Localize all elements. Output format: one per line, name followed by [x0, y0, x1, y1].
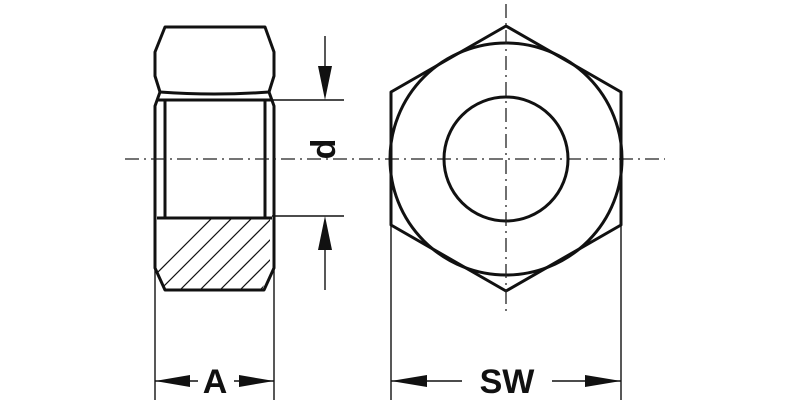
- thread-diameter-dimension: d: [272, 36, 344, 290]
- SW-arrow-right: [585, 375, 621, 387]
- A-arrow-left: [155, 375, 190, 387]
- width-A-dimension: A: [154, 268, 275, 400]
- side-view-chamfer-line: [159, 90, 270, 96]
- SW-label: SW: [480, 363, 536, 400]
- nut-front-view: [388, 4, 624, 312]
- d-arrow-down: [318, 66, 332, 100]
- d-label: d: [305, 139, 343, 160]
- nut-side-view: [153, 25, 276, 292]
- side-view-outline: [153, 25, 276, 292]
- SW-arrow-left: [391, 375, 427, 387]
- A-label: A: [203, 363, 228, 400]
- d-arrow-up: [318, 216, 332, 250]
- width-SW-dimension: SW: [390, 225, 622, 400]
- A-arrow-right: [239, 375, 274, 387]
